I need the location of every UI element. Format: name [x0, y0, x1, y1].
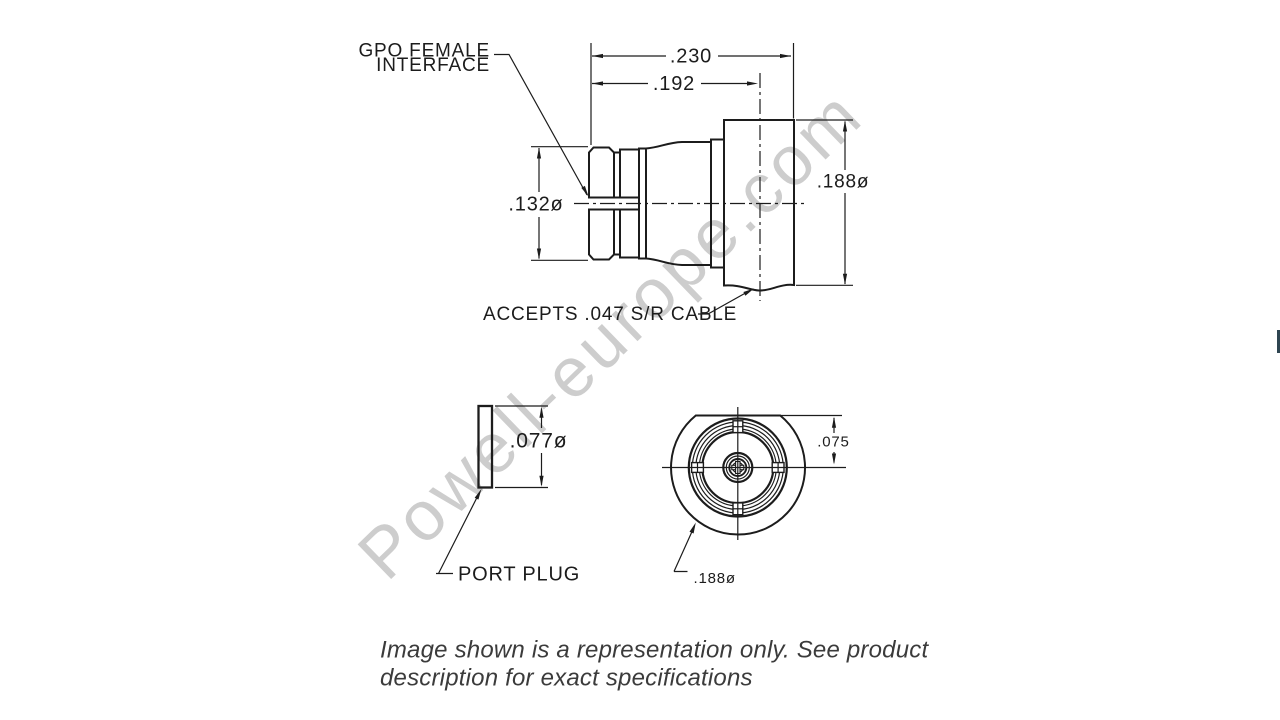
arrowhead [592, 53, 603, 59]
port-plug-extension-lines [495, 405, 548, 489]
arrowhead [743, 288, 754, 296]
arrowhead [831, 453, 837, 465]
accepts-cable-label: ACCEPTS .047 S/R CABLE [483, 304, 737, 325]
gpo-leader-line [494, 53, 588, 196]
watermark-text: Powell-europe.com [343, 74, 877, 594]
front-view: .075 .188ø [662, 407, 849, 587]
dim-188-front-text: .188ø [694, 570, 736, 587]
arrowhead [689, 522, 696, 534]
arrowhead [842, 273, 848, 285]
dim-plug-diameter: .077ø [510, 406, 568, 487]
arrowhead [539, 475, 544, 487]
port-plug-view: .077ø PORT PLUG [436, 404, 580, 586]
port-plug-leader-line [436, 493, 480, 575]
dim-overall-length: .230 [592, 46, 791, 68]
arrowhead [581, 185, 589, 197]
female-slot-lines [588, 196, 640, 211]
gpo-interface-callout: GPO FEMALE INTERFACE [358, 41, 589, 197]
interface-ring1-outline [588, 146, 615, 261]
dim-075-text: .075 [817, 434, 849, 451]
dim-077-text: .077ø [510, 430, 568, 453]
port-plug-outline [477, 404, 494, 489]
front-dia-leader-line [673, 525, 696, 573]
accepts-cable-callout: ACCEPTS .047 S/R CABLE [483, 288, 754, 325]
disclaimer-line2: description for exact specifications [380, 665, 753, 692]
arrowhead [536, 147, 542, 159]
interface-ring2-outline [619, 147, 640, 260]
side-view: .230 .192 .132ø .188ø GPO FEMALE INTERFA… [358, 41, 870, 326]
accepts-leader-line [698, 289, 751, 315]
connector-outline [588, 119, 796, 292]
dim-interface-length: .192 [592, 73, 758, 95]
dim-192-text: .192 [653, 73, 695, 95]
front-body-outline [670, 414, 807, 536]
dim-188-side-text: .188ø [817, 172, 870, 193]
dim-230-text: .230 [670, 46, 712, 68]
arrowhead [474, 488, 482, 500]
arrowhead [831, 416, 837, 428]
arrowhead [780, 53, 791, 59]
port-plug-label: PORT PLUG [458, 564, 580, 586]
dim-body-diameter-front: .188ø [673, 522, 736, 587]
arrowhead [539, 406, 544, 418]
dim-flat-height: .075 [817, 416, 849, 465]
body-outline [722, 119, 796, 292]
disclaimer-line1: Image shown is a representation only. Se… [380, 637, 929, 664]
dim-body-diameter-side: .188ø [817, 120, 870, 285]
arrowhead [592, 81, 603, 86]
gpo-interface-label-line1: GPO FEMALE [358, 41, 490, 62]
window-edge-artifact [1277, 330, 1280, 353]
arrowhead [536, 248, 542, 260]
gpo-interface-label-line2: INTERFACE [376, 55, 490, 76]
arrowhead [842, 120, 848, 132]
dim-132-text: .132ø [508, 194, 563, 216]
dim-interface-diameter: .132ø [508, 147, 563, 260]
port-plug-callout: PORT PLUG [436, 488, 580, 586]
arrowhead [747, 81, 758, 86]
rear-ring-outline [710, 138, 725, 269]
disclaimer: Image shown is a representation only. Se… [380, 637, 929, 692]
